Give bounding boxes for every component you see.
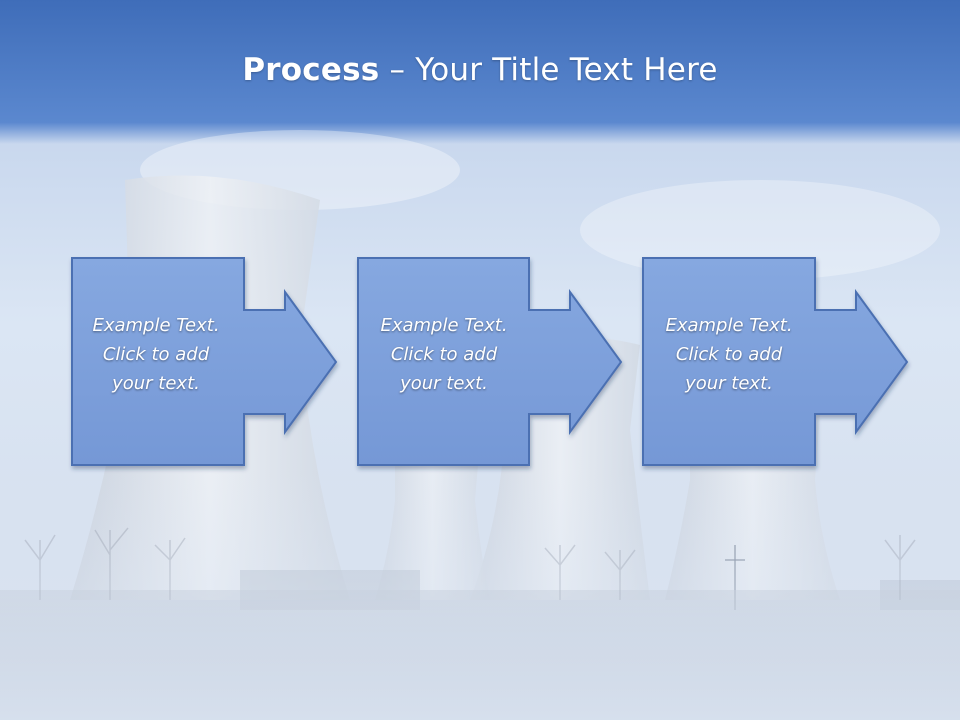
step-3-line-2: Click to add: [675, 344, 783, 365]
step-1-line-3: your text.: [112, 373, 200, 394]
slide-title[interactable]: Process – Your Title Text Here: [0, 52, 960, 88]
process-step-1-text[interactable]: Example Text. Click to add your text.: [68, 311, 244, 398]
title-bold: Process: [242, 52, 380, 88]
step-3-line-3: your text.: [685, 373, 773, 394]
step-2-line-1: Example Text.: [380, 315, 508, 336]
step-1-line-2: Click to add: [102, 344, 210, 365]
step-1-line-1: Example Text.: [92, 315, 220, 336]
process-step-3-text[interactable]: Example Text. Click to add your text.: [641, 311, 817, 398]
process-step-1-shape[interactable]: [71, 257, 338, 466]
step-3-line-1: Example Text.: [665, 315, 793, 336]
process-step-2-text[interactable]: Example Text. Click to add your text.: [356, 311, 532, 398]
step-2-line-3: your text.: [400, 373, 488, 394]
process-step-2-shape[interactable]: [357, 257, 623, 466]
step-2-line-2: Click to add: [390, 344, 498, 365]
process-step-3-shape[interactable]: [642, 257, 909, 466]
title-rest: – Your Title Text Here: [379, 52, 718, 88]
